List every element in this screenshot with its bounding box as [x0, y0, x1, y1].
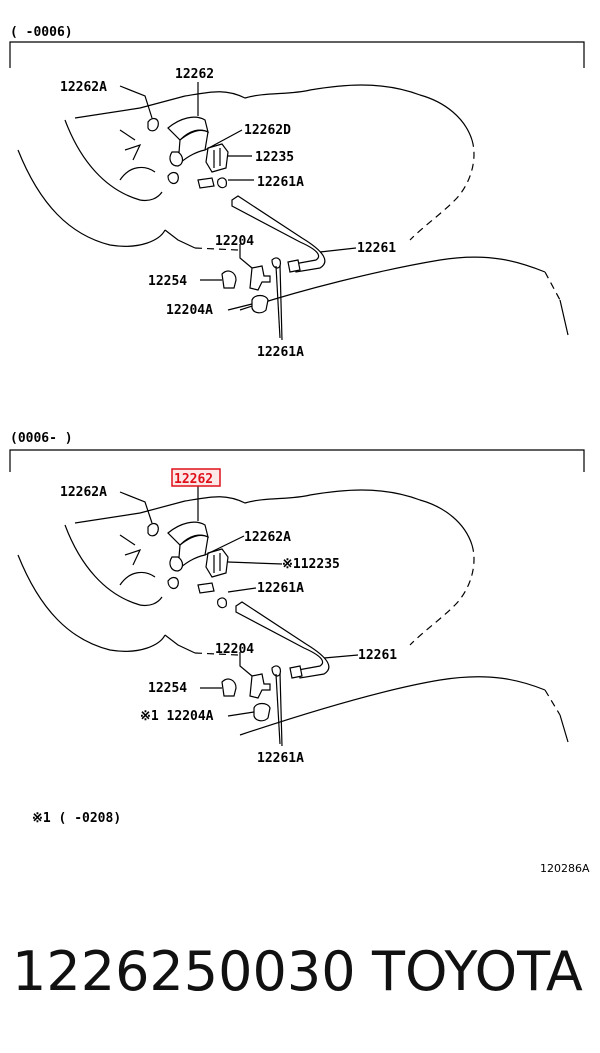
- bottom-pipe-12204: [249, 673, 271, 699]
- highlight-box: [171, 468, 221, 487]
- bottom-grommet-12204a: [253, 702, 271, 722]
- bottom-label-12254: 12254: [148, 681, 187, 696]
- bottom-label-12262a-right: 12262A: [244, 530, 291, 545]
- bottom-leaders: [119, 486, 359, 747]
- bottom-label-12262a: 12262A: [60, 485, 107, 500]
- bottom-section: (0006- ): [9, 431, 585, 766]
- top-label-12262a: 12262A: [60, 80, 107, 95]
- bottom-tube-12261: [235, 601, 330, 679]
- bottom-label-12204a: ※1 12204A: [140, 709, 214, 724]
- top-engine-outline: [17, 84, 569, 336]
- bottom-label-12261a-upper: 12261A: [257, 581, 304, 596]
- top-parts: [147, 116, 326, 314]
- footer-part-number: 1226250030: [12, 940, 356, 1003]
- bottom-clamp-12262a: [147, 522, 159, 537]
- bottom-label-12261a-lower: 12261A: [257, 751, 304, 766]
- footnote: ※1 ( -0208): [32, 811, 121, 826]
- bottom-bracket-12235: [205, 548, 229, 578]
- footer-brand: TOYOTA: [371, 940, 583, 1003]
- top-label-12254: 12254: [148, 274, 187, 289]
- bottom-label-12262-highlighted[interactable]: 12262: [174, 472, 213, 487]
- top-clamp-12262d: [169, 151, 184, 167]
- top-label-12204: 12204: [215, 234, 254, 249]
- top-leaders: [119, 82, 357, 341]
- bottom-label-12235: ※112235: [282, 557, 340, 572]
- top-frame: [9, 41, 585, 68]
- reference-code: 120286A: [540, 862, 590, 875]
- top-label-12261a-lower: 12261A: [257, 345, 304, 360]
- top-labels: 12262A 12262 12262D 12235 12261A 12204 1…: [60, 67, 396, 360]
- top-bracket-12235: [205, 143, 229, 173]
- top-pipe-12204: [249, 265, 271, 291]
- bottom-label-12261: 12261: [358, 648, 397, 663]
- top-label-12262: 12262: [175, 67, 214, 82]
- top-grommet-12204a: [251, 294, 269, 314]
- bottom-valve-12254: [221, 678, 237, 697]
- top-label-12261: 12261: [357, 241, 396, 256]
- bottom-labels: 12262A 12262 12262A ※112235 12261A 12204…: [60, 468, 397, 766]
- bottom-parts: [147, 521, 330, 722]
- top-valve-12254: [221, 270, 237, 289]
- top-label-12235: 12235: [255, 150, 294, 165]
- top-label-12262d: 12262D: [244, 123, 291, 138]
- top-label-12261a-upper: 12261A: [257, 175, 304, 190]
- top-label-12204a: 12204A: [166, 303, 213, 318]
- top-section: ( -0006): [9, 25, 585, 360]
- bottom-frame: [9, 449, 585, 472]
- bottom-range-label: (0006- ): [10, 431, 73, 446]
- top-clamp-12262a: [147, 117, 159, 132]
- top-range-label: ( -0006): [10, 25, 73, 40]
- bottom-engine-outline: [17, 489, 569, 743]
- bottom-label-12204: 12204: [215, 642, 254, 657]
